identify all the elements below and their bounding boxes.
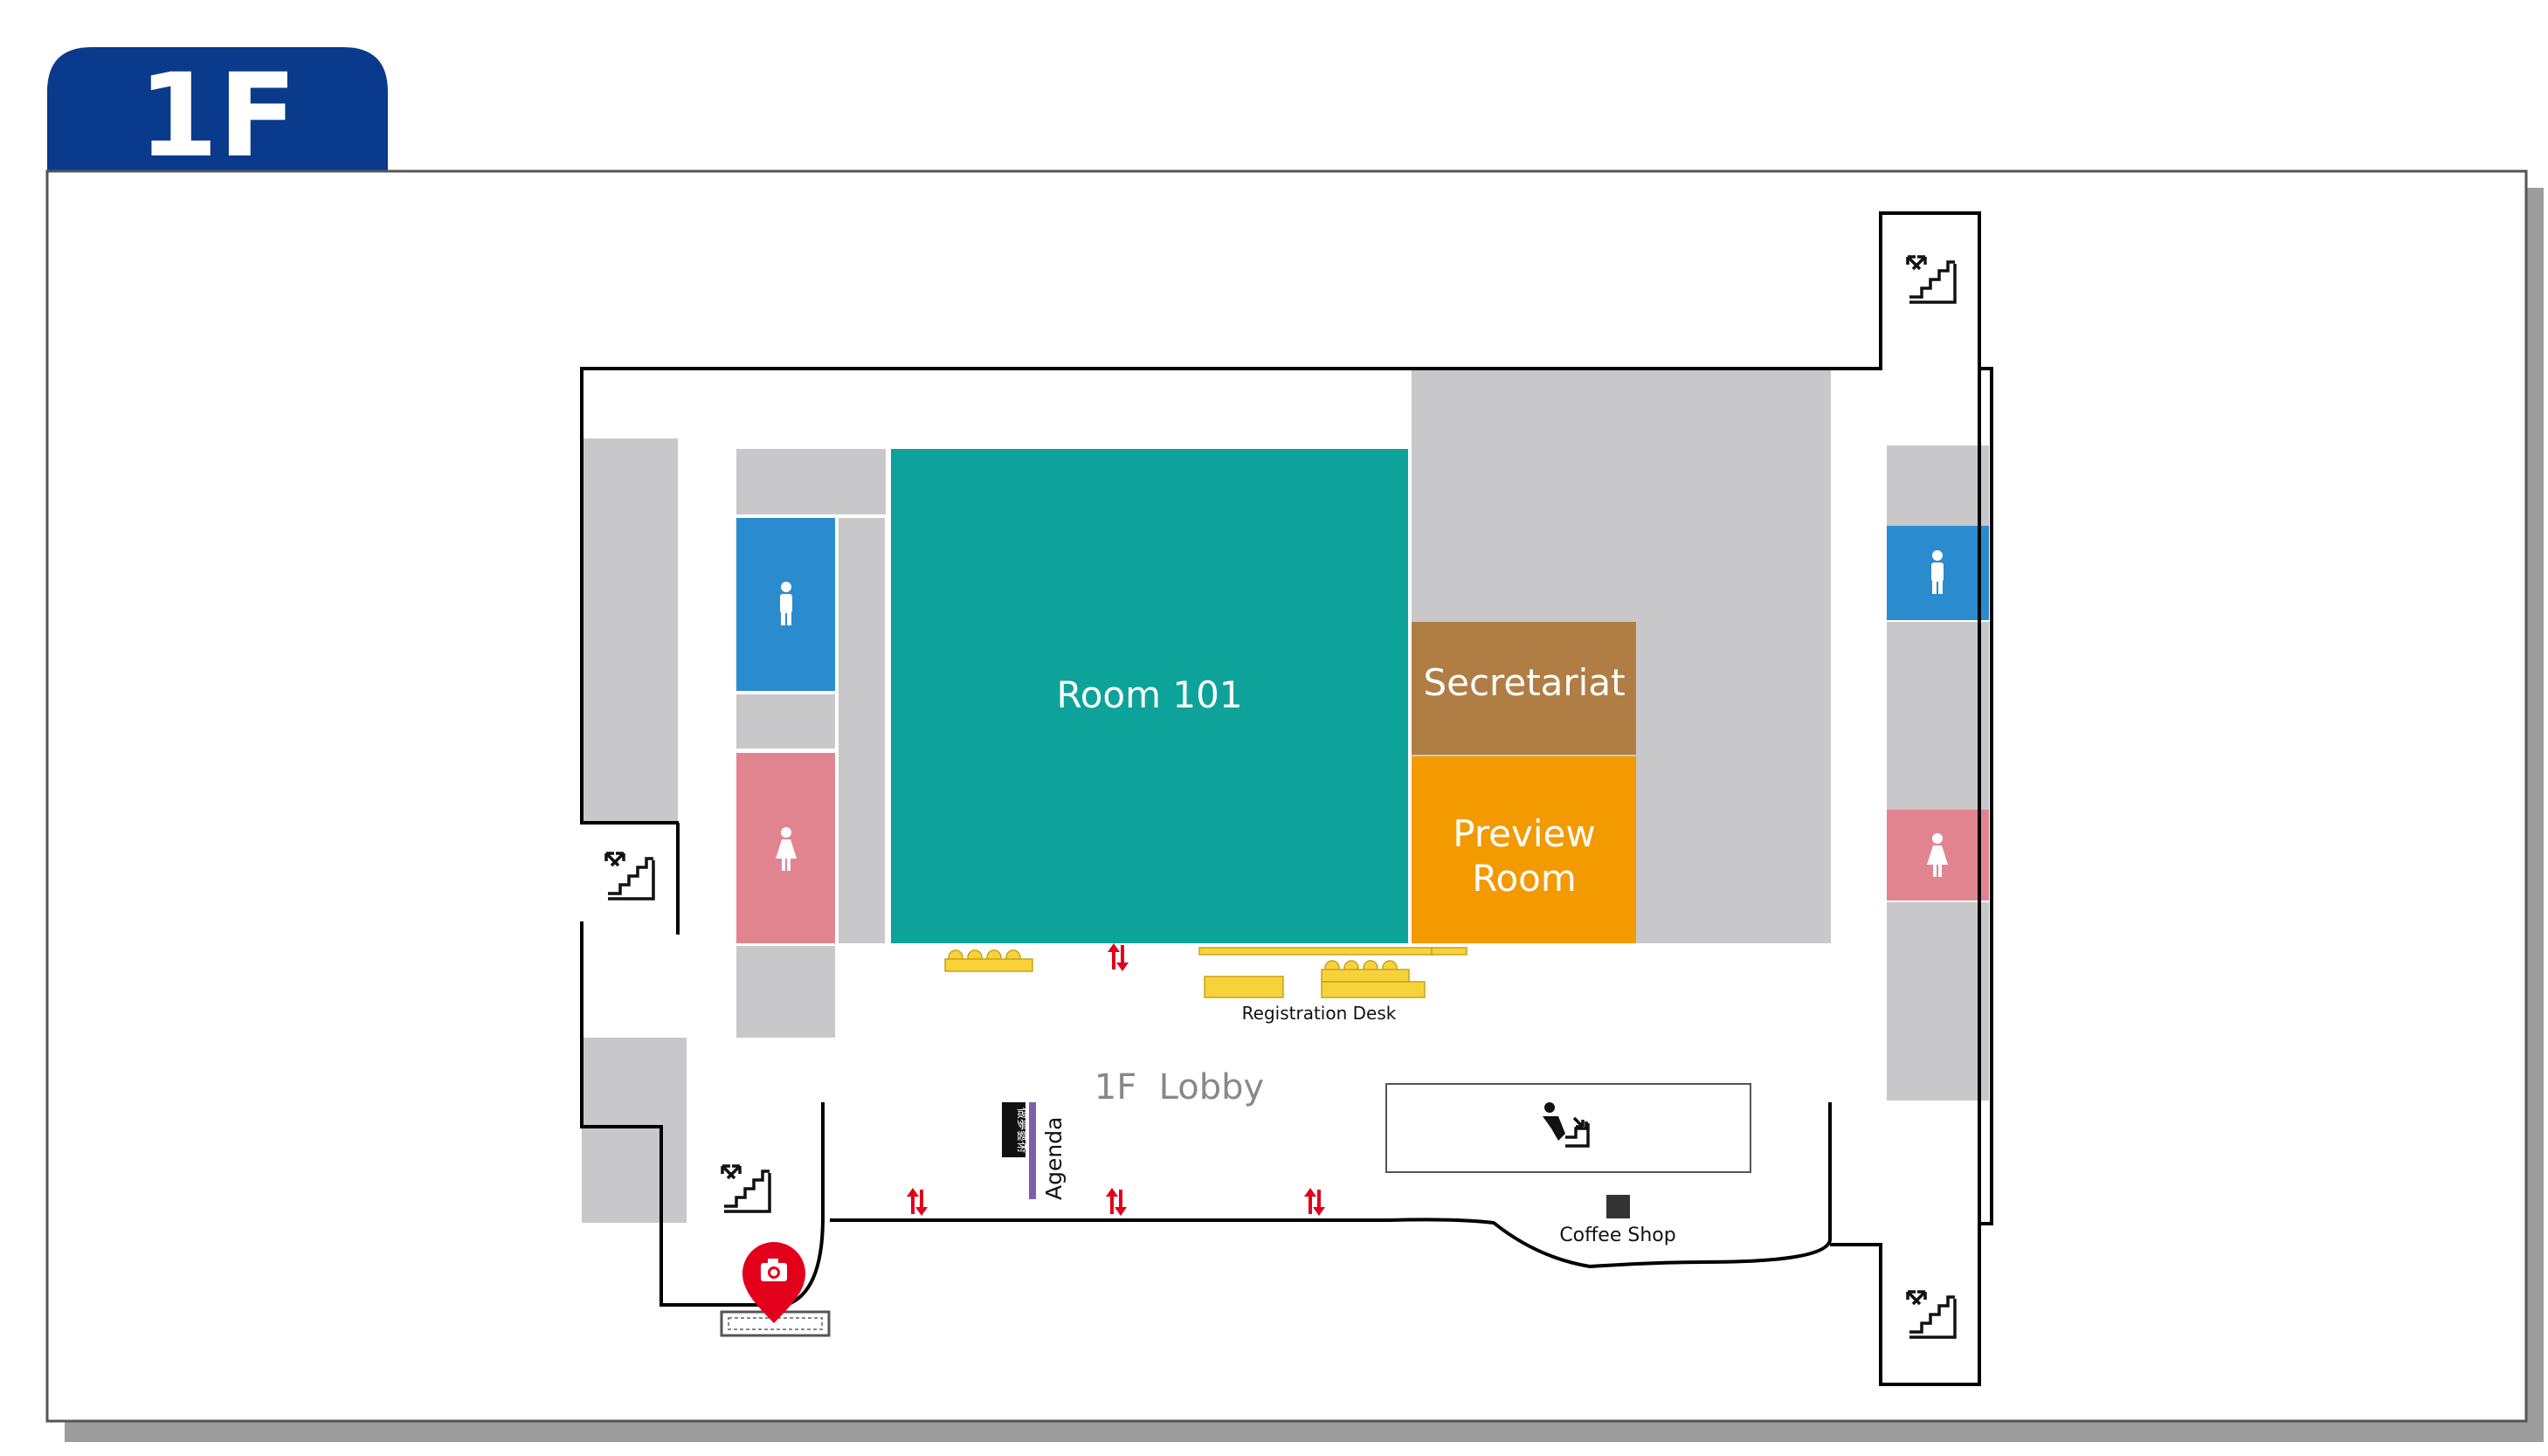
building-walls [580, 211, 1993, 1386]
stairs-icon [601, 848, 657, 904]
agenda-label: Agenda [1041, 1117, 1067, 1200]
women-restroom-west [736, 753, 835, 943]
room-101-label: Room 101 [1056, 673, 1242, 716]
photo-spot[interactable] [720, 1242, 831, 1337]
coffee-shop: Coffee Shop [1559, 1195, 1676, 1246]
registration-desk: Registration Desk [1198, 947, 1467, 1024]
camera-marker-icon [742, 1242, 805, 1323]
secretariat-room[interactable]: Secretariat [1412, 622, 1636, 755]
seating-group [944, 949, 1033, 972]
room-101[interactable]: Room 101 [891, 449, 1408, 943]
men-restroom-east [1887, 526, 1989, 620]
stairs-icon [717, 1161, 773, 1217]
men-restroom-west [736, 518, 835, 691]
agenda-board-label: 做夢藝術 [1015, 1108, 1028, 1153]
women-restroom-east [1887, 810, 1989, 901]
preview-room[interactable]: Preview Room [1412, 756, 1636, 943]
secretariat-label: Secretariat [1423, 661, 1625, 704]
preview-room-label-line1: Preview [1453, 812, 1596, 855]
agenda-board: 做夢藝術 Agenda [1002, 1102, 1067, 1200]
escalator [1385, 1083, 1751, 1173]
lobby-label: 1F Lobby [1094, 1067, 1264, 1108]
floor-tab[interactable]: 1F [47, 47, 388, 183]
coffee-shop-label: Coffee Shop [1559, 1225, 1675, 1246]
preview-room-label-line2: Room [1472, 857, 1577, 900]
escalator-icon [1543, 1102, 1590, 1148]
stairs-icon [1902, 1287, 1958, 1342]
stairs-icon [1902, 252, 1958, 307]
registration-desk-label: Registration Desk [1242, 1003, 1397, 1024]
floor-label: 1F [138, 49, 297, 183]
